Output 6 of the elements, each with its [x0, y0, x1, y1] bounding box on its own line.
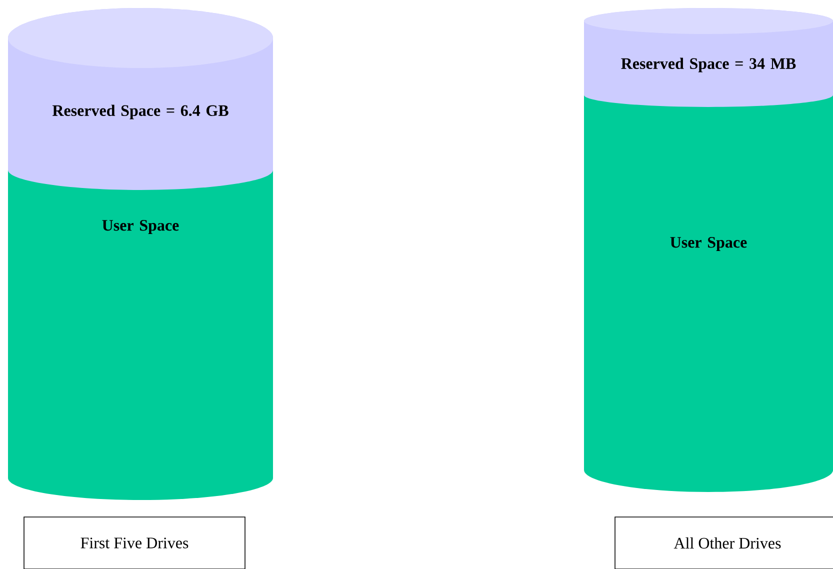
- user-space-cylinder: User Space: [584, 95, 833, 492]
- reserved-space-band: Reserved Space = 6.4 GB: [8, 8, 273, 190]
- label-box: First Five Drives: [24, 516, 246, 569]
- label-box: All Other Drives: [614, 516, 833, 569]
- user-space-cylinder: User Space: [8, 170, 273, 500]
- reserved-space-band: Reserved Space = 34 MB: [584, 8, 833, 107]
